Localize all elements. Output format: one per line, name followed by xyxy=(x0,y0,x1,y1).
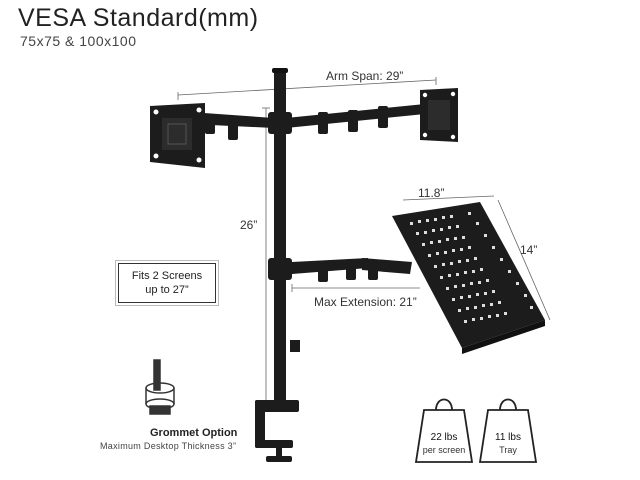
weight-tray-value: 11 lbs xyxy=(495,432,521,443)
tray-width-line xyxy=(402,195,495,201)
arm-span-label: Arm Span: 29” xyxy=(326,69,404,83)
tray-width-label: 11.8” xyxy=(418,186,445,200)
right-vesa-plate xyxy=(420,88,458,142)
desk-clamp xyxy=(255,400,299,462)
grommet-title: Grommet Option xyxy=(150,427,238,439)
fits-screens-badge: Fits 2 Screens up to 27” xyxy=(118,263,216,303)
upper-collar xyxy=(268,112,292,134)
weight-screen-value: 22 lbs xyxy=(430,432,458,443)
pole xyxy=(274,70,286,405)
height-label: 26” xyxy=(240,218,258,232)
weight-icon-screen xyxy=(414,398,474,463)
laptop-tray xyxy=(392,202,545,354)
max-extension-label: Max Extension: 21” xyxy=(314,295,417,309)
weight-icon-tray xyxy=(478,398,538,463)
weight-tray: 11 lbs Tray xyxy=(484,432,532,456)
grommet-subtitle: Maximum Desktop Thickness 3” xyxy=(100,441,237,451)
grommet-icon xyxy=(145,359,175,415)
tray-depth-label: 14” xyxy=(520,243,538,257)
page-title: VESA Standard(mm) xyxy=(18,4,259,32)
lower-collar xyxy=(268,258,292,280)
vesa-sizes: 75x75 & 100x100 xyxy=(20,33,137,49)
tray-arm xyxy=(292,258,412,282)
dimension-lines xyxy=(177,77,551,411)
left-vesa-plate xyxy=(150,103,205,168)
weight-screen: 22 lbs per screen xyxy=(420,432,468,456)
dual-arm xyxy=(190,104,425,140)
tray-vent-pattern xyxy=(410,212,533,323)
fits-screens-line2: up to 27” xyxy=(145,284,189,296)
weight-tray-label: Tray xyxy=(499,445,517,455)
arm-span-line xyxy=(177,79,437,96)
weight-screen-label: per screen xyxy=(422,445,466,455)
fits-screens-line1: Fits 2 Screens xyxy=(131,270,203,282)
tray-depth-line xyxy=(497,199,551,321)
